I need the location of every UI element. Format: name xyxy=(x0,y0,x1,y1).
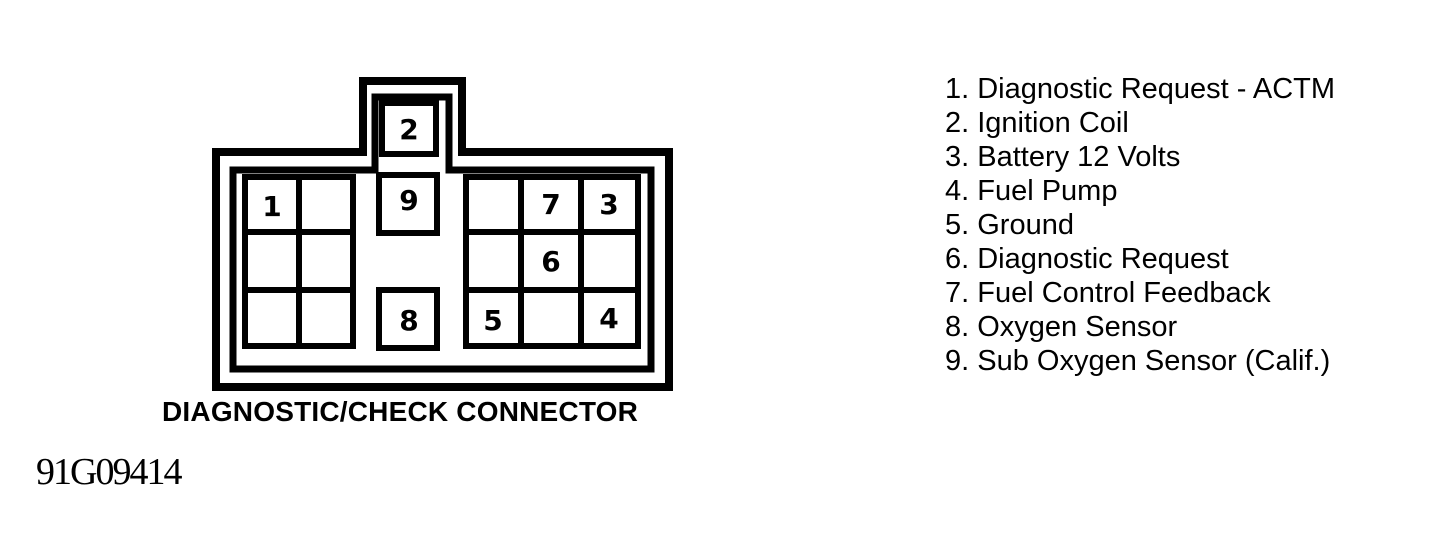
pin-label-8: 8 xyxy=(399,304,418,337)
right-cavity-block xyxy=(463,174,641,349)
figure-id: 91G09414 xyxy=(36,451,182,493)
cavity-4 xyxy=(578,287,641,349)
legend-item: 4. Fuel Pump xyxy=(945,175,1118,207)
pin-label-4: 4 xyxy=(599,302,618,335)
left-cavity-block xyxy=(242,174,356,349)
cavity-right-mid-left xyxy=(463,229,524,293)
legend-item: 8. Oxygen Sensor xyxy=(945,311,1178,343)
connector-caption: DIAGNOSTIC/CHECK CONNECTOR xyxy=(162,396,639,427)
cavity-left-top-right xyxy=(296,174,356,235)
cavity-right-top-left xyxy=(463,174,524,235)
legend-item: 9. Sub Oxygen Sensor (Calif.) xyxy=(945,345,1331,377)
cavity-left-mid-left xyxy=(242,229,302,293)
pin-legend: 1. Diagnostic Request - ACTM 2. Ignition… xyxy=(945,72,1335,378)
connector-housing-outer xyxy=(212,77,673,391)
legend-item: 2. Ignition Coil xyxy=(945,107,1129,139)
connector-housing-inner xyxy=(229,93,655,373)
pin-label-9: 9 xyxy=(399,184,418,217)
legend-item: 5. Ground xyxy=(945,209,1074,241)
cavity-8 xyxy=(376,287,440,351)
pin-label-6: 6 xyxy=(541,245,560,278)
pin-label-2: 2 xyxy=(399,113,418,146)
cavity-left-mid-right xyxy=(296,229,356,293)
cavity-2 xyxy=(379,100,439,157)
cavity-left-bottom-left xyxy=(242,287,302,349)
pin-label-7: 7 xyxy=(541,188,560,221)
legend-item: 7. Fuel Control Feedback xyxy=(945,277,1271,309)
cavity-right-bottom-mid xyxy=(518,287,584,349)
cavity-right-mid-right xyxy=(578,229,641,293)
cavity-9 xyxy=(376,172,440,236)
legend-item: 6. Diagnostic Request xyxy=(945,243,1229,275)
pin-label-5: 5 xyxy=(483,304,502,337)
pin-label-1: 1 xyxy=(262,190,281,223)
legend-item: 3. Battery 12 Volts xyxy=(945,141,1181,173)
pin-label-3: 3 xyxy=(599,188,618,221)
cavity-left-bottom-right xyxy=(296,287,356,349)
legend-item: 1. Diagnostic Request - ACTM xyxy=(945,73,1336,105)
